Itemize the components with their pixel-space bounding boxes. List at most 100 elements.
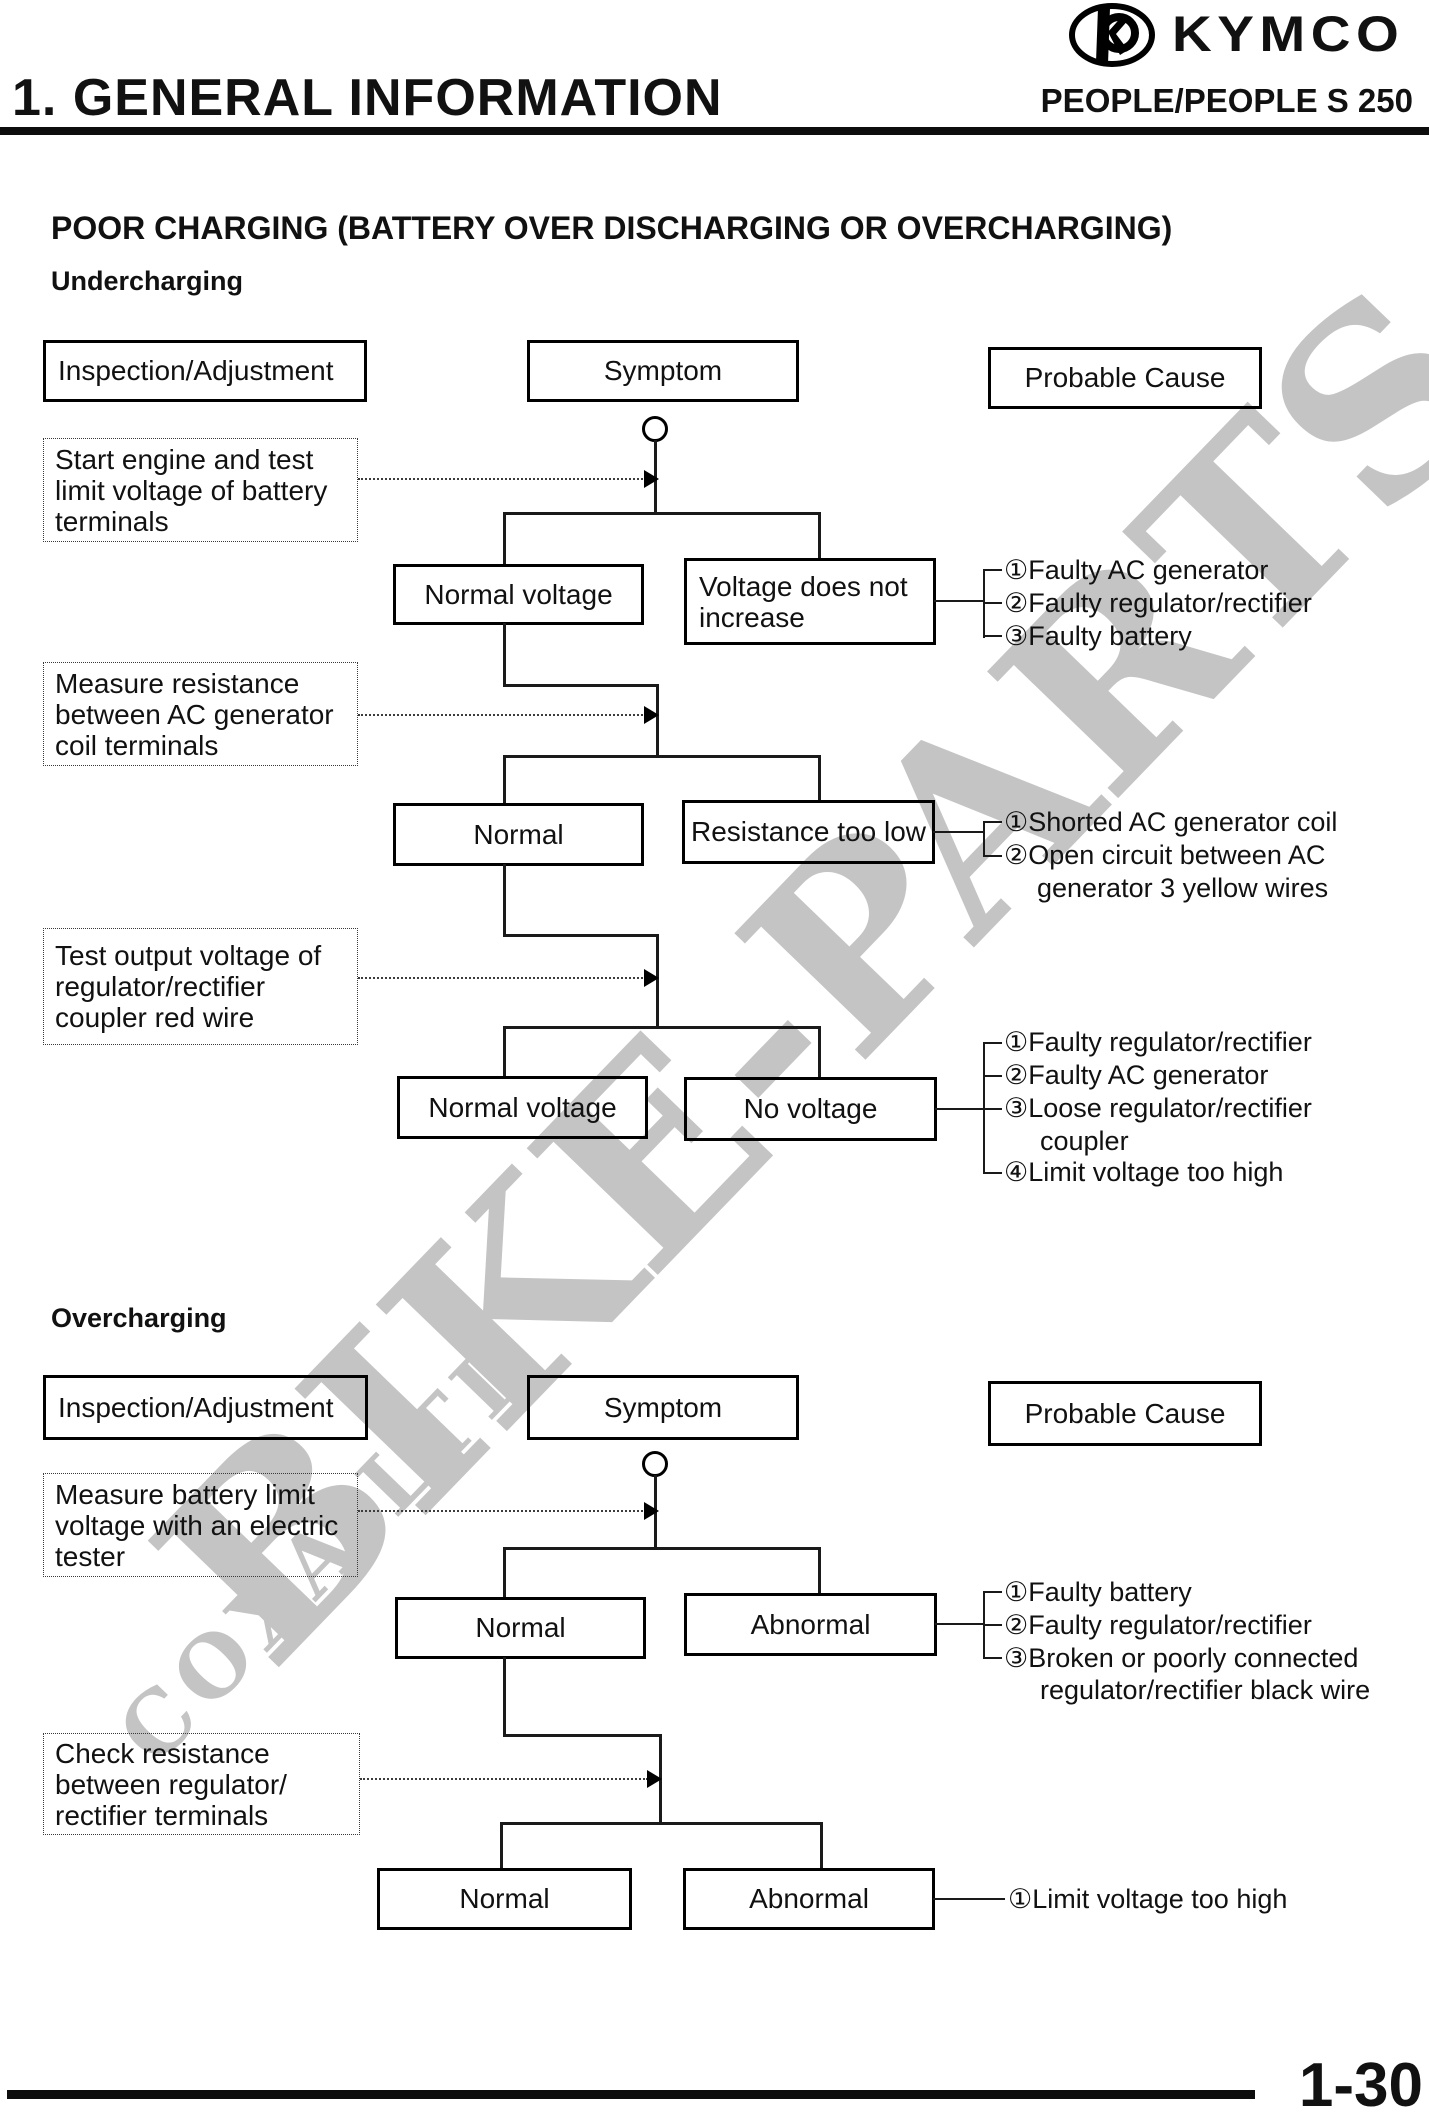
flow-line [818,1026,821,1080]
dotted-arrow-line [358,478,646,480]
instruction-line: Start engine and test [55,443,314,475]
flow-line [503,1547,506,1599]
bracket-tick [983,1172,1002,1174]
cause-item: ③Loose regulator/rectifier [1004,1093,1312,1123]
result-box-normal-3: Normal [377,1868,632,1930]
flow-line [503,623,506,687]
flow-line [503,864,506,937]
instruction-line: regulator/rectifier [55,971,266,1002]
column-header-inspection: Inspection/Adjustment [43,340,367,402]
instruction-box-3: Test output voltage of regulator/rectifi… [43,928,358,1045]
symptom-line: increase [699,601,805,633]
flow-line [503,755,821,758]
flow-line [818,755,821,803]
flow-line [818,512,821,561]
instruction-line: Measure battery limit [55,1478,315,1510]
bracket-tick [983,1624,1002,1626]
arrowhead-icon [644,1502,659,1520]
flow-start-node [642,416,668,442]
instruction-line: Test output voltage of [55,940,322,971]
flow-line [503,1026,821,1029]
bracket-tick [983,602,1002,604]
bracket-tick [983,855,1002,857]
bracket-tick [983,821,1002,823]
bracket-tick [983,1657,1002,1659]
page-number: 1-30 [1298,2051,1423,2115]
bracket-tick [983,1042,1002,1044]
overcharging-heading: Overcharging [51,1303,227,1333]
instruction-line: between regulator/ [55,1768,287,1800]
cause-item: ①Faulty regulator/rectifier [1004,1027,1312,1057]
brand-wordmark: KYMCO [1172,6,1405,62]
arrowhead-icon [647,1770,662,1788]
footer-rule [7,2090,1255,2099]
instruction-line: between AC generator [55,698,334,730]
instruction-line: terminals [55,505,169,537]
bracket-line [983,821,985,857]
symptom-box-voltage-does-not-increase: Voltage does not increase [684,558,936,645]
cause-item: ③Broken or poorly connected [1004,1643,1359,1673]
dotted-arrow-line [358,977,646,979]
instruction-box-4: Measure battery limit voltage with an el… [43,1473,358,1577]
arrowhead-icon [644,706,659,724]
symptom-box-abnormal-2: Abnormal [683,1868,935,1930]
instruction-line: limit voltage of battery [55,474,328,506]
flow-line [818,1547,821,1595]
cause-item: ④Limit voltage too high [1004,1157,1284,1187]
result-box-normal-1: Normal [393,803,644,866]
result-box-normal-voltage-2: Normal voltage [397,1076,648,1139]
cause-item: ①Shorted AC generator coil [1004,807,1338,837]
symptom-line: Abnormal [750,1608,871,1640]
dotted-arrow-line [360,1778,648,1780]
chapter-title: 1. GENERAL INFORMATION [12,69,723,127]
dotted-arrow-line [358,714,646,716]
cause-item-continuation: coupler [1040,1126,1129,1156]
bracket-connector [935,1108,983,1110]
cause-item: ①Limit voltage too high [1008,1884,1288,1914]
cause-item-continuation: generator 3 yellow wires [1037,873,1329,903]
cause-item: ②Faulty regulator/rectifier [1004,1610,1312,1640]
result-box-normal-2: Normal [395,1597,646,1659]
flow-line [503,684,659,687]
bracket-tick [983,1108,1002,1110]
symptom-line: No voltage [743,1093,878,1124]
column-header-probable-cause-2: Probable Cause [988,1381,1262,1446]
flow-line [820,1822,823,1868]
column-header-symptom-label: Symptom [603,355,723,386]
column-header-probable-cause: Probable Cause [988,347,1262,409]
cause-item: ②Open circuit between AC [1004,840,1326,870]
cause-item: ③Faulty battery [1004,621,1192,651]
instruction-line: voltage with an electric [55,1509,339,1541]
dotted-arrow-line [358,1510,646,1512]
cause-item: ①Faulty battery [1004,1577,1192,1607]
instruction-line: coil terminals [55,729,219,761]
page-title: POOR CHARGING (BATTERY OVER DISCHARGING … [51,210,1173,246]
flow-line [503,512,506,567]
instruction-box-1: Start engine and test limit voltage of b… [43,438,358,542]
result-label: Normal voltage [424,578,613,610]
flow-line [500,1822,503,1868]
cause-item-continuation: regulator/rectifier black wire [1040,1675,1371,1705]
flow-line [503,755,506,806]
arrowhead-icon [644,969,659,987]
bracket-connector [933,831,983,833]
column-header-symptom-label: Symptom [603,1391,723,1423]
instruction-line: rectifier terminals [55,1799,269,1831]
symptom-box-resistance-too-low: Resistance too low [682,800,935,864]
symptom-line: Voltage does not [699,570,908,602]
symptom-line: Resistance too low [690,816,926,847]
arrowhead-icon [644,470,659,488]
bracket-tick [983,1591,1002,1593]
flow-line [503,1026,506,1079]
instruction-line: Measure resistance [55,667,300,699]
symptom-box-no-voltage: No voltage [684,1077,937,1141]
cause-item: ②Faulty AC generator [1004,1060,1269,1090]
bracket-tick [983,1075,1002,1077]
flow-line [500,1822,823,1825]
flow-line [503,934,659,937]
result-label: Normal voltage [428,1091,617,1123]
flow-line [503,1547,821,1550]
result-label: Normal [459,1883,550,1914]
result-label: Normal [473,818,564,850]
